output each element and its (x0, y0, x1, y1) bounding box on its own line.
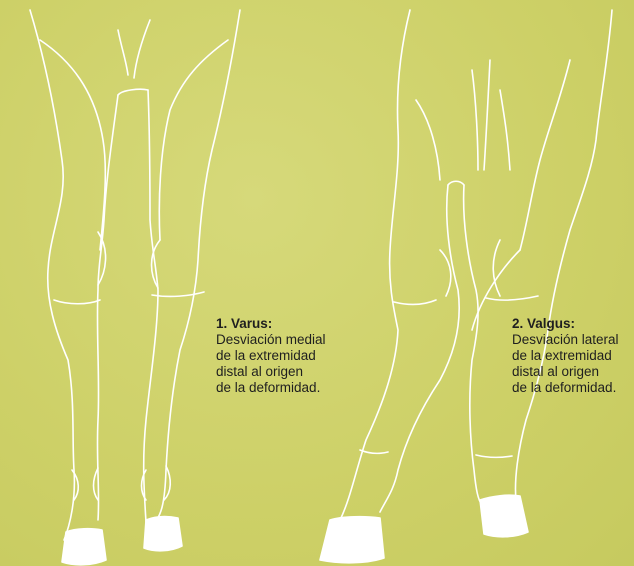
varus-title: 1. Varus: (216, 316, 326, 332)
valgus-legs-drawing (320, 10, 612, 563)
varus-legs-drawing (30, 10, 240, 565)
valgus-line-1: Desviación lateral (512, 332, 619, 348)
valgus-line-2: de la extremidad (512, 348, 619, 364)
valgus-title: 2. Valgus: (512, 316, 619, 332)
varus-line-2: de la extremidad (216, 348, 326, 364)
varus-line-4: de la deformidad. (216, 380, 326, 396)
varus-line-3: distal al origen (216, 364, 326, 380)
valgus-line-3: distal al origen (512, 364, 619, 380)
varus-line-1: Desviación medial (216, 332, 326, 348)
varus-caption: 1. Varus: Desviación medial de la extrem… (216, 316, 326, 396)
valgus-caption: 2. Valgus: Desviación lateral de la extr… (512, 316, 619, 396)
valgus-line-4: de la deformidad. (512, 380, 619, 396)
